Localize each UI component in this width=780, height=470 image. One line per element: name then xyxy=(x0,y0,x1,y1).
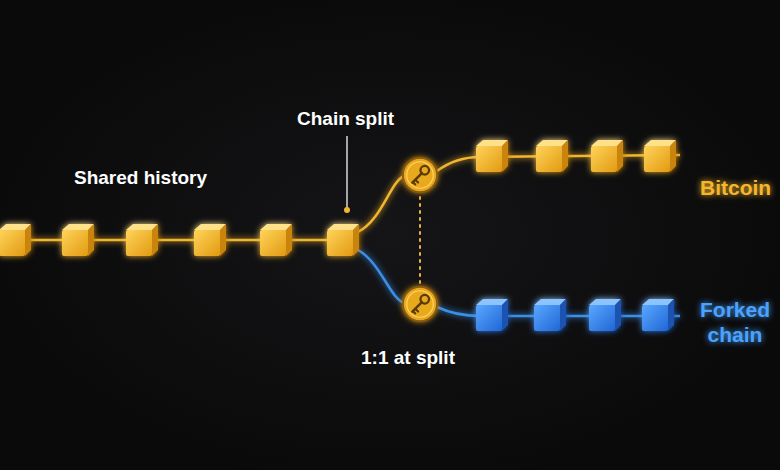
block-cube xyxy=(476,140,508,172)
block-cube xyxy=(536,140,568,172)
block-cube xyxy=(591,140,623,172)
block-cube xyxy=(62,224,94,256)
key-icon xyxy=(403,287,437,321)
block-cube xyxy=(0,224,31,256)
leader-line xyxy=(346,136,348,210)
block-cube xyxy=(534,299,566,331)
block-cube xyxy=(589,299,621,331)
forked-blocks xyxy=(476,299,674,331)
chain-name: Bitcoin xyxy=(700,175,780,200)
dotted-link xyxy=(419,197,421,283)
bitcoin-blocks xyxy=(476,140,676,172)
key-icons xyxy=(403,158,437,321)
block-cube xyxy=(194,224,226,256)
key-icon xyxy=(403,158,437,192)
block-cube xyxy=(642,299,674,331)
block-cube xyxy=(476,299,508,331)
block-cube xyxy=(126,224,158,256)
shared-chain-line xyxy=(0,239,345,242)
block-cube xyxy=(260,224,292,256)
lower-fork-curve xyxy=(358,250,404,303)
shared-blocks xyxy=(0,224,359,256)
leader-dot xyxy=(344,207,350,213)
chain-name: Forked chain xyxy=(692,297,778,347)
history-label: Shared history xyxy=(74,167,234,190)
ratio-note: 1:1 at split xyxy=(361,347,491,370)
upper-fork-curve xyxy=(358,176,404,232)
split-label: Chain split xyxy=(297,108,417,131)
block-cube xyxy=(644,140,676,172)
block-cube xyxy=(327,224,359,256)
